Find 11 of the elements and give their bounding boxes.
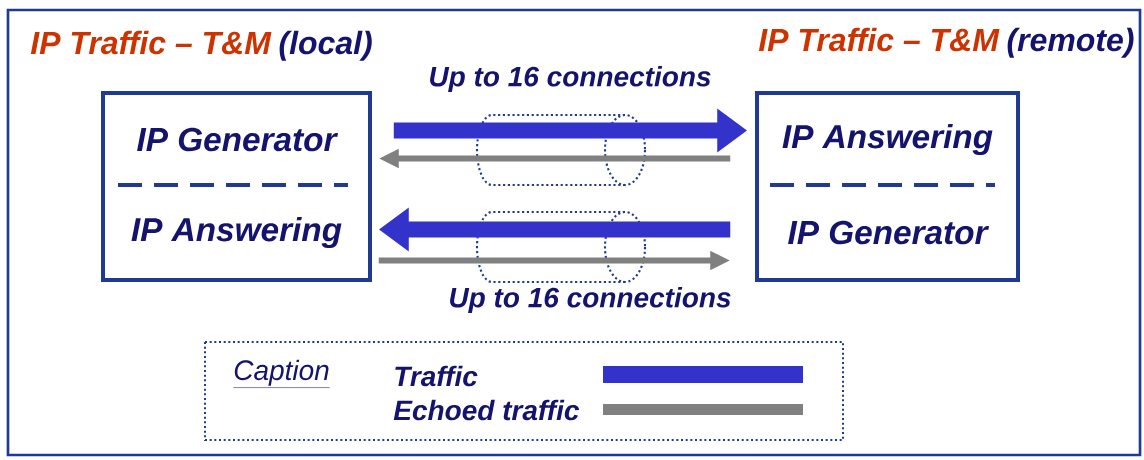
legend-text: Echoed traffic	[393, 399, 580, 421]
legend-caption: Caption	[233, 359, 331, 388]
section-label: IP Answering	[782, 123, 993, 156]
section-label: IP Generator	[788, 220, 990, 245]
box-heading: IP Traffic – T&M (remote)	[758, 27, 1134, 58]
connection-label: Up to 16 connections	[450, 286, 731, 314]
section-label: IP Answering	[131, 216, 342, 249]
legend-text: Traffic	[395, 365, 478, 387]
box-heading: IP Traffic – T&M (local)	[30, 30, 372, 61]
connection-label: Up to 16 connections	[430, 65, 711, 93]
section-label: IP Generator	[137, 127, 339, 152]
